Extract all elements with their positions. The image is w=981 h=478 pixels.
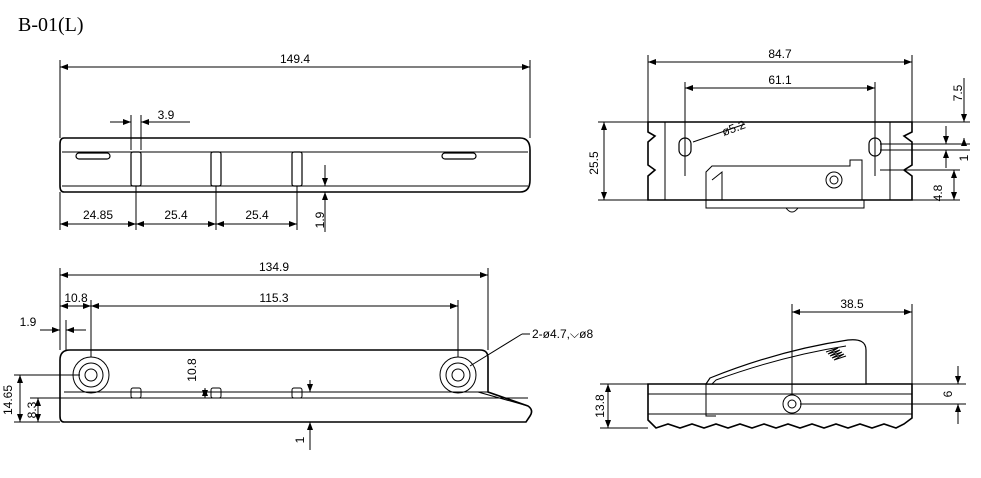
end-slot-left: [75, 152, 111, 160]
side-view-outline: [647, 383, 913, 429]
dim-front-hole-spacing: 115.3: [259, 291, 288, 305]
end-view: 84.7 61.1 ø5.2 25.5 7.5 1 4.8: [587, 47, 971, 213]
dim-end-height: 25.5: [587, 151, 601, 175]
top-view: 149.4 3.9 24.85 25.4 25.4 1.9: [59, 52, 531, 232]
dim-top-offset: 7.5: [951, 84, 965, 101]
dim-bottom-offset: 4.8: [931, 184, 945, 201]
dim-edge-offset: 1.9: [20, 315, 37, 329]
end-slot-right: [441, 152, 477, 160]
dim-end-width: 84.7: [768, 47, 792, 61]
dim-slot-width: 3.9: [158, 108, 175, 122]
dim-slot-height: 10.8: [185, 358, 199, 382]
dim-base-height: 8.3: [25, 401, 39, 418]
callout-front-holes: 2-ø4.7,⌵ø8: [532, 327, 593, 341]
pivot-right: [439, 356, 477, 394]
dim-front-length: 134.9: [259, 260, 289, 274]
top-view-outline: [59, 137, 531, 193]
dim-gap: 1: [957, 154, 971, 161]
dim-pitch-1: 25.4: [164, 208, 188, 222]
slot-3: [291, 151, 303, 187]
front-view: 134.9 10.8 115.3 1.9 2-ø4.7,⌵ø8 10.8 14.…: [1, 260, 593, 450]
dim-side-height: 13.8: [593, 394, 607, 418]
dim-pivot-height: 6: [941, 390, 955, 397]
dim-pitch-2: 25.4: [245, 208, 269, 222]
latch-lever: [704, 339, 867, 385]
drawing-title: B-01(L): [18, 14, 84, 36]
dim-hole-spacing: 61.1: [768, 73, 792, 87]
dim-slot-depth: 1.9: [313, 211, 327, 228]
end-view-rivet: [825, 171, 843, 189]
end-view-outline: [647, 121, 913, 201]
slot-2: [210, 151, 222, 187]
front-view-outline: [59, 349, 533, 423]
dim-pivot-offset: 38.5: [840, 297, 864, 311]
dim-offset-1: 24.85: [83, 208, 113, 222]
dim-overall-length: 149.4: [280, 52, 310, 66]
dim-base-thickness: 1: [293, 436, 307, 443]
side-view: 38.5 13.8 6: [593, 297, 966, 429]
dim-hole-height: 14.65: [1, 385, 15, 415]
slot-1: [130, 151, 142, 187]
callout-slot-hole: ø5.2: [720, 117, 748, 138]
dim-left-offset: 10.8: [64, 291, 88, 305]
side-pivot: [782, 394, 802, 414]
